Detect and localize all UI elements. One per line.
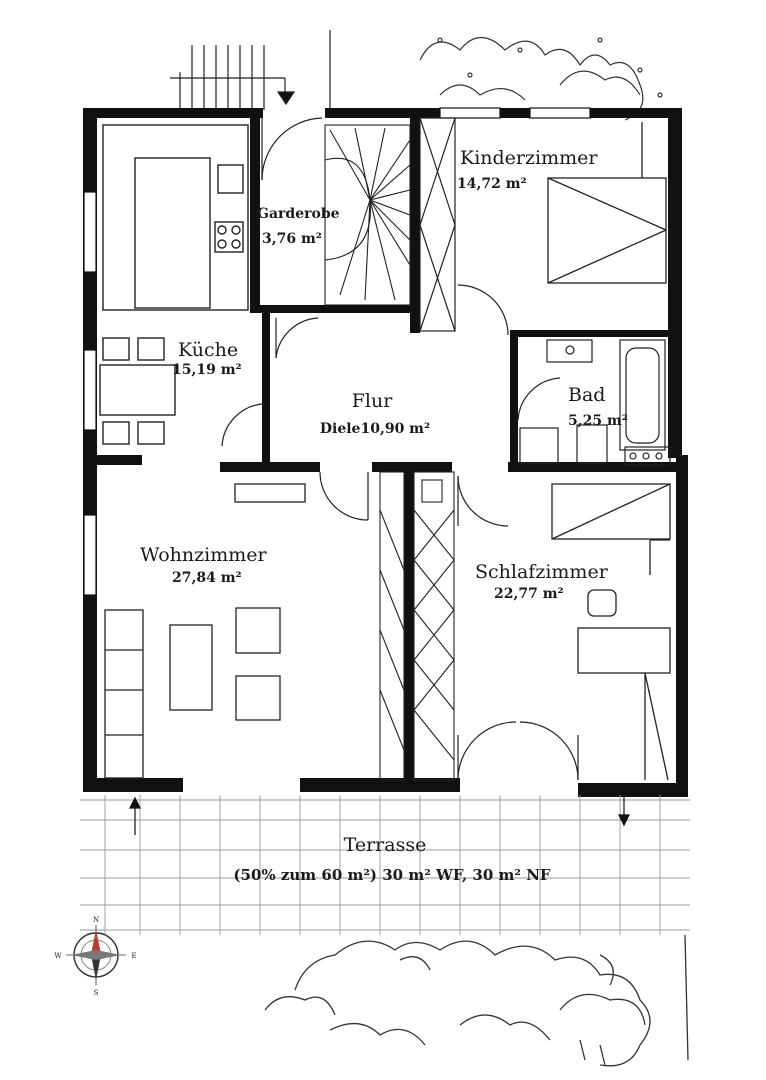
interior-walls (97, 118, 676, 782)
windows (83, 107, 591, 596)
compass-rose-icon (66, 925, 126, 985)
compass-n: N (93, 916, 99, 924)
terrace-arrows (129, 796, 630, 835)
label-kueche: Küche (178, 339, 238, 361)
area-flur: Diele10,90 m² (320, 421, 430, 437)
area-garderobe: 3,76 m² (262, 231, 322, 247)
label-kinderzimmer: Kinderzimmer (460, 147, 598, 169)
bathroom-fixtures (519, 339, 671, 466)
shrubs-top (419, 36, 663, 121)
terrace-grid (80, 795, 690, 935)
outer-walls (83, 108, 688, 797)
compass-e: E (131, 952, 136, 960)
shrubs-bottom (264, 934, 689, 1067)
label-schlafzimmer: Schlafzimmer (475, 561, 609, 583)
label-bad: Bad (568, 384, 605, 406)
living-room-furniture (104, 483, 306, 779)
terrasse-note: (50% zum 60 m²) 30 m² WF, 30 m² NF (233, 866, 550, 884)
wardrobe-kinderzimmer (419, 117, 456, 332)
area-wohnzimmer: 27,84 m² (172, 570, 242, 586)
bedroom-furniture (551, 483, 671, 781)
label-flur: Flur (352, 390, 393, 412)
area-schlafzimmer: 22,77 m² (494, 586, 564, 602)
area-kueche: 15,19 m² (172, 362, 242, 378)
kitchen-counters (99, 124, 249, 445)
label-terrasse: Terrasse (344, 834, 427, 856)
entrance-steps (170, 30, 331, 110)
label-wohnzimmer: Wohnzimmer (140, 544, 268, 566)
compass-s: S (94, 989, 99, 997)
staircase (324, 124, 411, 306)
hall-wardrobes (379, 471, 455, 781)
area-bad: 5,25 m² (568, 413, 628, 429)
compass-w: W (54, 952, 62, 960)
area-kinderzimmer: 14,72 m² (457, 176, 527, 192)
doors (221, 117, 579, 781)
label-garderobe: Garderobe (257, 206, 340, 222)
bed-kinderzimmer (547, 122, 667, 284)
